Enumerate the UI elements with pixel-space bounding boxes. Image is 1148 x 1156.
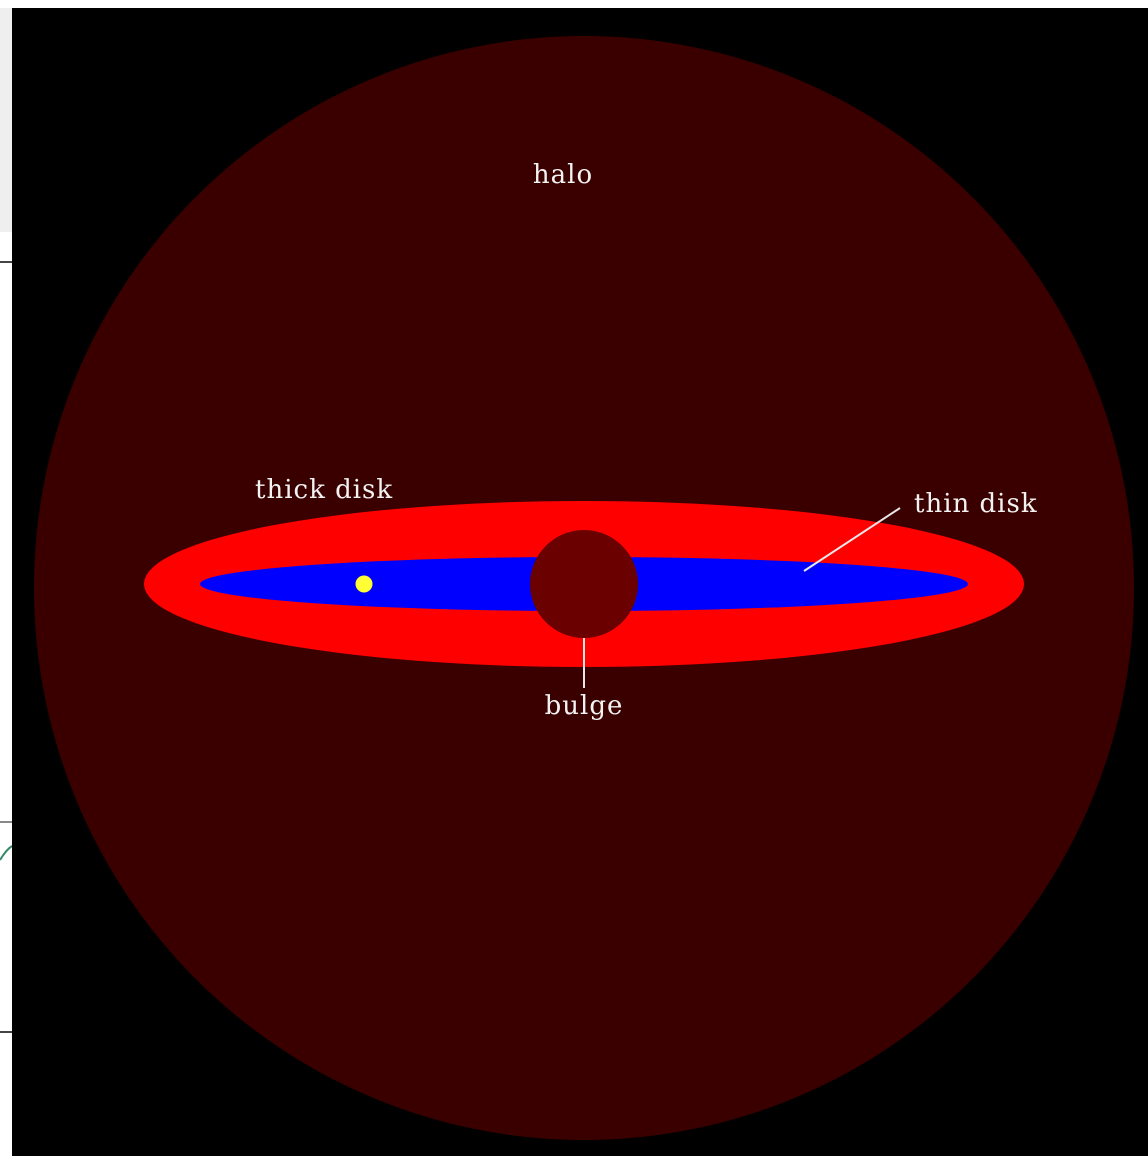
halo-label: halo bbox=[533, 160, 593, 190]
sun-marker bbox=[355, 575, 373, 593]
thin-disk-leader-line bbox=[803, 507, 901, 572]
bulge-region bbox=[530, 530, 638, 638]
bulge-label: bulge bbox=[545, 691, 624, 721]
thin-disk-label: thin disk bbox=[914, 489, 1038, 519]
thick-disk-label: thick disk bbox=[255, 475, 393, 505]
